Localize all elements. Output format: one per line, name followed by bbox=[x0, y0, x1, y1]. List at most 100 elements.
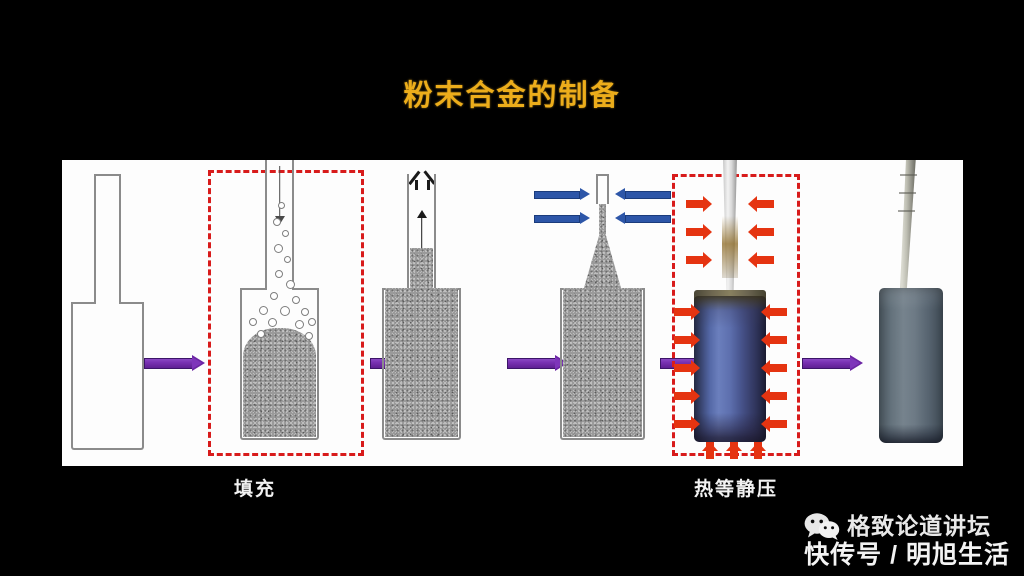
pressure-arrow-left bbox=[686, 224, 712, 240]
powder-grain bbox=[305, 332, 313, 340]
step-finished-billet bbox=[862, 160, 963, 466]
stage-label-hip: 热等静压 bbox=[693, 479, 778, 500]
arrow-head bbox=[416, 210, 427, 218]
arrow-head bbox=[748, 252, 757, 268]
canister-shoulder-left bbox=[71, 302, 96, 304]
pressure-arrow-left bbox=[674, 388, 700, 404]
arrow-head bbox=[761, 304, 770, 320]
watermark-channel-name: 格致论道讲坛 bbox=[847, 513, 992, 539]
canister-body bbox=[240, 288, 319, 440]
vent-hook-right bbox=[427, 180, 430, 190]
powder-grain bbox=[270, 292, 278, 300]
arrow-shaft bbox=[278, 166, 281, 218]
arrow-head bbox=[748, 224, 757, 240]
arrow-head bbox=[691, 304, 700, 320]
powder-fill bbox=[385, 288, 458, 437]
powder-grain bbox=[284, 256, 291, 263]
powder-grain bbox=[259, 306, 268, 315]
wechat-icon bbox=[804, 513, 840, 540]
arrow-shaft bbox=[674, 308, 691, 316]
canister-body bbox=[560, 288, 645, 440]
step-hot-isostatic-pressing bbox=[662, 160, 827, 466]
powder-grain bbox=[280, 306, 290, 316]
arrow-head bbox=[702, 442, 718, 451]
powder-grain bbox=[249, 318, 257, 326]
pressure-arrow-left bbox=[686, 196, 712, 212]
pressure-arrow-right bbox=[748, 224, 774, 240]
arrow-shaft bbox=[534, 190, 580, 199]
canister-body bbox=[382, 288, 461, 440]
billet-stem bbox=[899, 160, 916, 292]
powder-fill bbox=[243, 328, 316, 437]
arrow-head bbox=[703, 224, 712, 240]
powder-grain bbox=[292, 296, 300, 304]
canister-body bbox=[71, 302, 144, 450]
powder-taper bbox=[584, 234, 621, 288]
canister-cap bbox=[694, 290, 766, 301]
arrow-shaft bbox=[686, 228, 703, 236]
powder-grain bbox=[282, 230, 289, 237]
flow-arrow-1 bbox=[144, 355, 206, 372]
vacuum-arrow bbox=[415, 210, 428, 262]
arrow-shaft bbox=[625, 214, 671, 223]
stage-label-filling: 填充 bbox=[233, 479, 276, 500]
arrow-head-inner bbox=[192, 357, 202, 369]
pressure-arrow-right bbox=[748, 196, 774, 212]
pressure-arrow-bottom bbox=[726, 442, 742, 459]
arrow-shaft bbox=[420, 216, 423, 262]
pressure-arrow-left bbox=[686, 252, 712, 268]
powder-grain bbox=[278, 202, 285, 209]
step-vacuum-degassing bbox=[372, 160, 512, 466]
arrow-shaft bbox=[534, 214, 580, 223]
canister-neck bbox=[94, 174, 121, 302]
process-diagram bbox=[62, 160, 963, 466]
pressure-arrow-left bbox=[674, 332, 700, 348]
arrow-head bbox=[615, 188, 625, 200]
step-powder-filling bbox=[207, 160, 372, 466]
canister-photo bbox=[694, 296, 766, 442]
arrow-shaft bbox=[686, 256, 703, 264]
arrow-shaft bbox=[757, 200, 774, 208]
powder-grain bbox=[257, 330, 265, 338]
pressure-arrow-left bbox=[674, 416, 700, 432]
powder-grain bbox=[301, 308, 309, 316]
watermark-account-name: 快传号 / 明旭生活 bbox=[804, 541, 1010, 569]
arrow-head-inner bbox=[850, 357, 860, 369]
arrow-head bbox=[691, 388, 700, 404]
powder-feed-arrow bbox=[273, 166, 286, 224]
arrow-shaft bbox=[757, 228, 774, 236]
arrow-head bbox=[761, 360, 770, 376]
canister-neck-stub bbox=[596, 174, 609, 204]
arrow-shaft bbox=[802, 358, 852, 369]
powder-grain bbox=[295, 320, 304, 329]
billet-stem-segment bbox=[900, 174, 917, 176]
powder-fill-neck bbox=[410, 248, 433, 290]
arrow-shaft bbox=[770, 420, 787, 428]
arrow-shaft bbox=[686, 200, 703, 208]
pressure-arrow-left bbox=[674, 304, 700, 320]
pressure-arrow-right bbox=[761, 360, 787, 376]
step-sealing bbox=[512, 160, 692, 466]
canister-shoulder-right bbox=[292, 288, 319, 290]
stem-tarnish bbox=[722, 216, 738, 278]
arrow-shaft bbox=[674, 364, 691, 372]
arrow-shaft bbox=[770, 392, 787, 400]
seal-arrow-right-lower bbox=[615, 212, 671, 225]
powder-fill bbox=[563, 288, 642, 437]
arrow-shaft bbox=[674, 392, 691, 400]
watermark-channel-row: 格致论道讲坛 bbox=[804, 513, 1010, 540]
arrow-head bbox=[615, 212, 625, 224]
powder-grain bbox=[273, 218, 281, 226]
arrow-head bbox=[761, 332, 770, 348]
seal-arrow-right-upper bbox=[615, 188, 671, 201]
arrow-head bbox=[580, 188, 590, 200]
billet-photo bbox=[879, 288, 943, 443]
arrow-head bbox=[761, 388, 770, 404]
pressure-arrow-right bbox=[761, 304, 787, 320]
arrow-shaft bbox=[674, 336, 691, 344]
page-title: 粉末合金的制备 bbox=[403, 80, 621, 112]
arrow-head bbox=[703, 252, 712, 268]
canister-shoulder-left bbox=[240, 288, 267, 290]
step-empty-canister bbox=[62, 160, 212, 466]
pressure-arrow-right bbox=[761, 332, 787, 348]
